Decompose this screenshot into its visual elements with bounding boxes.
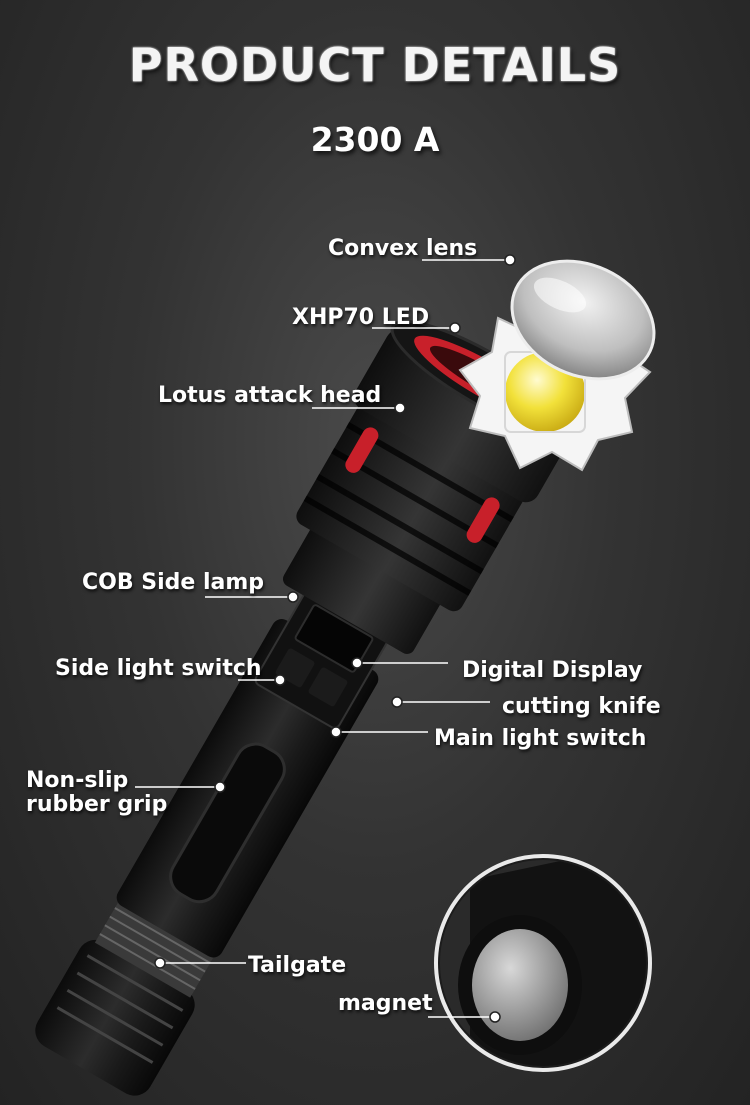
- label-tailgate: Tailgate: [248, 953, 347, 978]
- label-digital-display: Digital Display: [462, 658, 643, 683]
- label-xhp70-led: XHP70 LED: [292, 305, 430, 330]
- model-subtitle: 2300 A: [310, 120, 440, 159]
- label-cutting-knife: cutting knife: [502, 694, 661, 719]
- leader-dots: [154, 254, 516, 1023]
- convex-lens: [510, 259, 656, 381]
- label-magnet: magnet: [338, 991, 433, 1016]
- page-title: PRODUCT DETAILS: [128, 38, 622, 92]
- label-side-light-switch: Side light switch: [55, 656, 262, 681]
- label-convex-lens: Convex lens: [328, 236, 478, 261]
- label-main-light-switch: Main light switch: [434, 726, 647, 751]
- magnet-inset: [434, 854, 652, 1072]
- label-cob-side-lamp: COB Side lamp: [82, 570, 265, 595]
- label-lotus-attack-head: Lotus attack head: [158, 383, 382, 408]
- label-non-slip-line1: Non-slip: [26, 768, 129, 793]
- leader-lines: [135, 259, 510, 1018]
- label-non-slip-line2: rubber grip: [26, 792, 168, 817]
